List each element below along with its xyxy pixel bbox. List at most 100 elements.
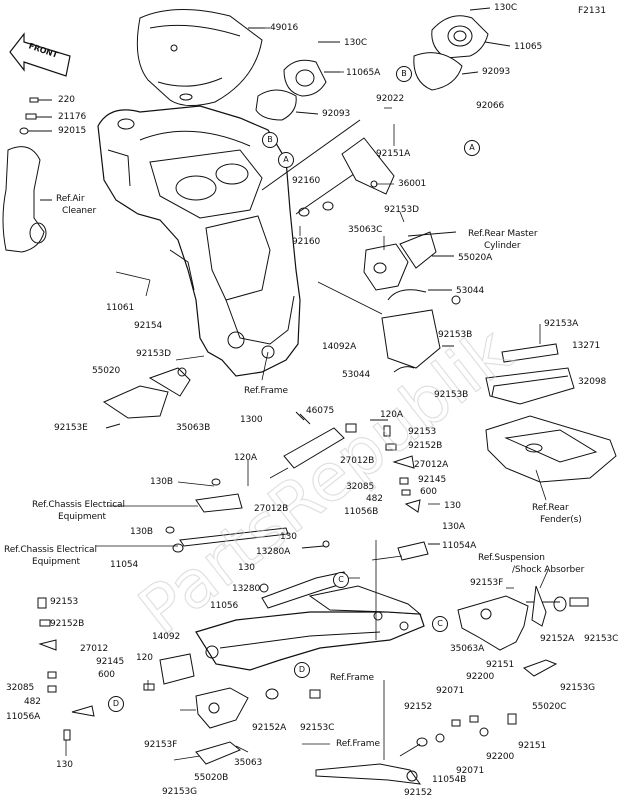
part-label: 120 — [136, 653, 153, 663]
ref-frame-1: Ref.Frame — [244, 386, 288, 396]
part-label: 92151 — [518, 741, 547, 751]
part-label: 92154 — [134, 321, 163, 331]
figure-id: F2131 — [578, 6, 607, 16]
part-label: 92153F — [470, 578, 504, 588]
leader-lines — [65, 27, 549, 761]
plate-part — [341, 137, 395, 195]
part-label: 130 — [444, 501, 461, 511]
bracket-14092 — [143, 653, 195, 691]
part-label: 27012B — [254, 504, 289, 514]
ref-chassis-electrical-2-line2: Equipment — [32, 557, 80, 567]
part-label: 92071 — [456, 766, 485, 776]
callout-b-1: B — [262, 132, 278, 148]
part-label: 600 — [98, 670, 115, 680]
part-label: 32085 — [346, 482, 375, 492]
lower-left-fasteners — [37, 597, 95, 741]
lower-right-fasteners — [416, 713, 517, 747]
part-label: 92153D — [136, 349, 171, 359]
part-label: 482 — [366, 494, 383, 504]
part-label: 120A — [234, 453, 257, 463]
part-label: 92153A — [544, 319, 579, 329]
callout-c-2: C — [432, 616, 448, 632]
part-label: 1300 — [240, 415, 263, 425]
callout-a-2: A — [464, 140, 480, 156]
part-label: 92152A — [252, 723, 287, 733]
ref-rear-fender-line2: Fender(s) — [540, 515, 582, 525]
seat-cowl-part — [136, 9, 265, 106]
part-label: 92145 — [418, 475, 447, 485]
part-label: 92200 — [486, 752, 515, 762]
part-label: 92153B — [438, 330, 473, 340]
part-label: 92152A — [540, 634, 575, 644]
ref-suspension-line2: /Shock Absorber — [512, 565, 585, 575]
part-label: 120A — [380, 410, 403, 420]
part-label: 35063 — [234, 758, 263, 768]
part-label: 92152 — [404, 702, 433, 712]
part-label: 92015 — [58, 126, 87, 136]
part-label: 27012B — [340, 456, 375, 466]
cover-14092a — [381, 295, 461, 369]
bracket-11054a — [397, 541, 440, 561]
part-label: 130A — [442, 522, 465, 532]
ref-frame-2: Ref.Frame — [330, 673, 374, 683]
callout-d-1: D — [294, 662, 310, 678]
part-label: 53044 — [456, 286, 485, 296]
part-label: 92200 — [466, 672, 495, 682]
part-label: 11065 — [514, 42, 543, 52]
part-label: 92152B — [408, 441, 443, 451]
part-label: 32098 — [578, 377, 607, 387]
part-label: 32085 — [6, 683, 35, 693]
rear-master-cylinder-bracket — [363, 231, 457, 291]
part-label: 46075 — [306, 406, 335, 416]
main-frame-part — [97, 105, 301, 377]
ref-air-cleaner-line2: Cleaner — [62, 206, 97, 216]
part-label: 92145 — [96, 657, 125, 667]
ref-rear-master-line2: Cylinder — [484, 241, 521, 251]
part-label: 11056B — [344, 507, 379, 517]
rail-46075 — [283, 411, 345, 469]
part-label: 11056A — [6, 712, 41, 722]
part-label: 130 — [280, 532, 297, 542]
part-label: 92151 — [486, 660, 515, 670]
part-label: 35063A — [450, 644, 485, 654]
part-label: 92153C — [300, 723, 335, 733]
part-label: 92153D — [384, 205, 419, 215]
callout-c-1: C — [333, 572, 349, 588]
part-label: 13280A — [256, 547, 291, 557]
part-label: 14092 — [152, 632, 181, 642]
callout-b-2: B — [396, 66, 412, 82]
strut-11054 — [165, 478, 289, 553]
part-label: 11054A — [442, 541, 477, 551]
part-label: 21176 — [58, 112, 87, 122]
part-label: 27012A — [414, 460, 449, 470]
part-label: 130B — [130, 527, 153, 537]
part-label: 92160 — [292, 237, 321, 247]
part-label: 55020A — [458, 253, 493, 263]
footrest-bracket-right — [457, 585, 589, 677]
part-label: 14092A — [322, 342, 357, 352]
part-label: 92151A — [376, 149, 411, 159]
part-label: 36001 — [398, 179, 427, 189]
ref-chassis-electrical-1-line1: Ref.Chassis Electrical — [32, 500, 125, 510]
part-label: 130 — [56, 760, 73, 770]
part-label: 11065A — [346, 68, 381, 78]
strut-11054b — [315, 763, 422, 785]
part-label: 92093 — [322, 109, 351, 119]
part-label: 92153G — [560, 683, 596, 693]
part-label: 55020 — [92, 366, 121, 376]
ref-suspension-line1: Ref.Suspension — [478, 553, 545, 563]
part-label: 92160 — [292, 176, 321, 186]
top-left-fasteners — [19, 97, 52, 135]
part-label: 92153C — [584, 634, 619, 644]
cap-cover-parts-left — [255, 41, 340, 121]
ref-rear-fender-line1: Ref.Rear — [532, 503, 569, 513]
part-label: 92153B — [434, 390, 469, 400]
part-label: 600 — [420, 487, 437, 497]
part-label: 35063C — [348, 225, 383, 235]
part-label: 53044 — [342, 370, 371, 380]
part-label: 55020C — [532, 702, 567, 712]
air-duct-part — [2, 146, 52, 253]
callout-d-2: D — [108, 696, 124, 712]
bracket-55020 — [102, 367, 191, 429]
